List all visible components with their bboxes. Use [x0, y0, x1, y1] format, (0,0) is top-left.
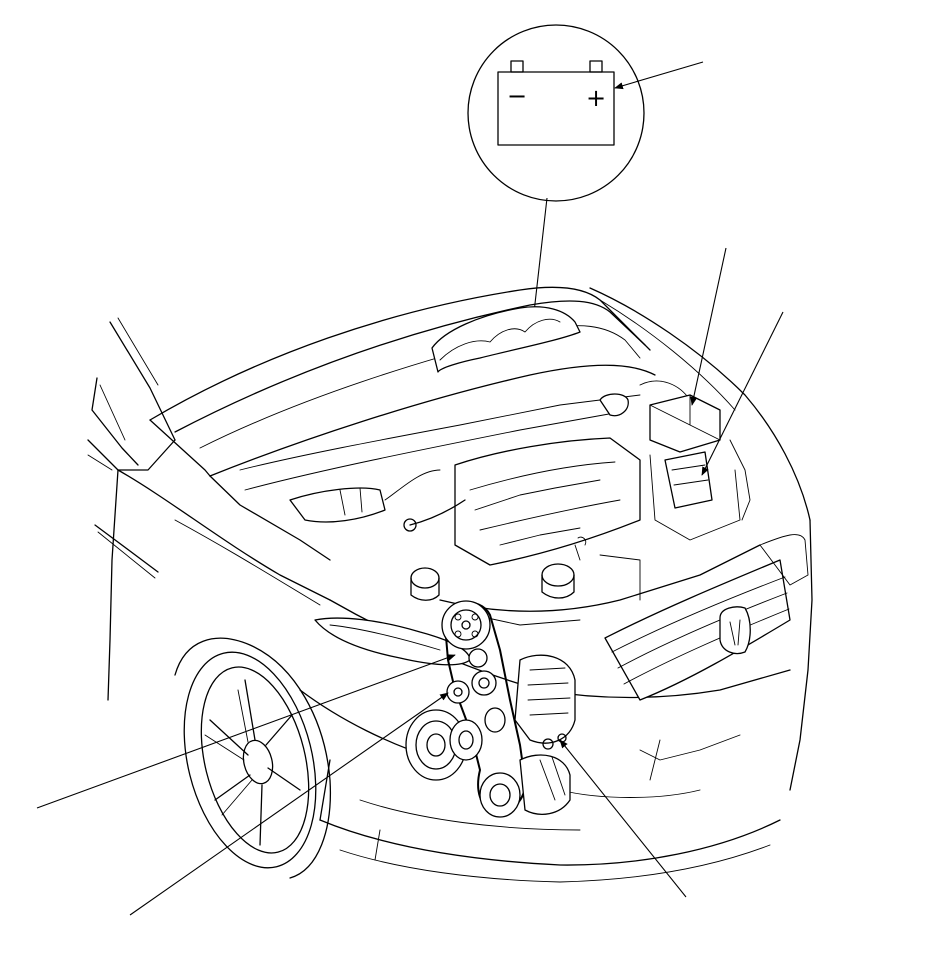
alternator-pulley: [479, 772, 521, 818]
belt-upper-leader: [36, 654, 456, 809]
battery-icon: − +: [497, 60, 615, 146]
fuse-box: [649, 394, 721, 453]
fuse-box-leader: [690, 247, 727, 406]
front-wheel: [174, 637, 332, 879]
engine-compartment: [209, 380, 761, 626]
water-pump-pulley: [441, 600, 491, 650]
front-grille: [604, 559, 791, 701]
alternator-leader: [559, 739, 687, 898]
positive-terminal-leader: [614, 61, 704, 90]
car-body: [87, 286, 813, 883]
ac-compressor: [519, 754, 571, 815]
relay-box-leader: [701, 311, 784, 476]
battery-callout: − +: [467, 24, 704, 331]
leader-lines: [36, 247, 784, 916]
serpentine-belt-assembly: [405, 600, 576, 818]
callout-circle: [467, 24, 645, 202]
engine-cover: [454, 437, 641, 566]
brand-emblem: [719, 606, 751, 655]
negative-terminal-symbol: −: [507, 82, 527, 110]
idler-pulley: [471, 670, 497, 696]
belt-tensioner-pulley: [446, 680, 470, 704]
tensioner-leader: [129, 692, 449, 916]
positive-terminal-symbol: +: [586, 84, 606, 112]
